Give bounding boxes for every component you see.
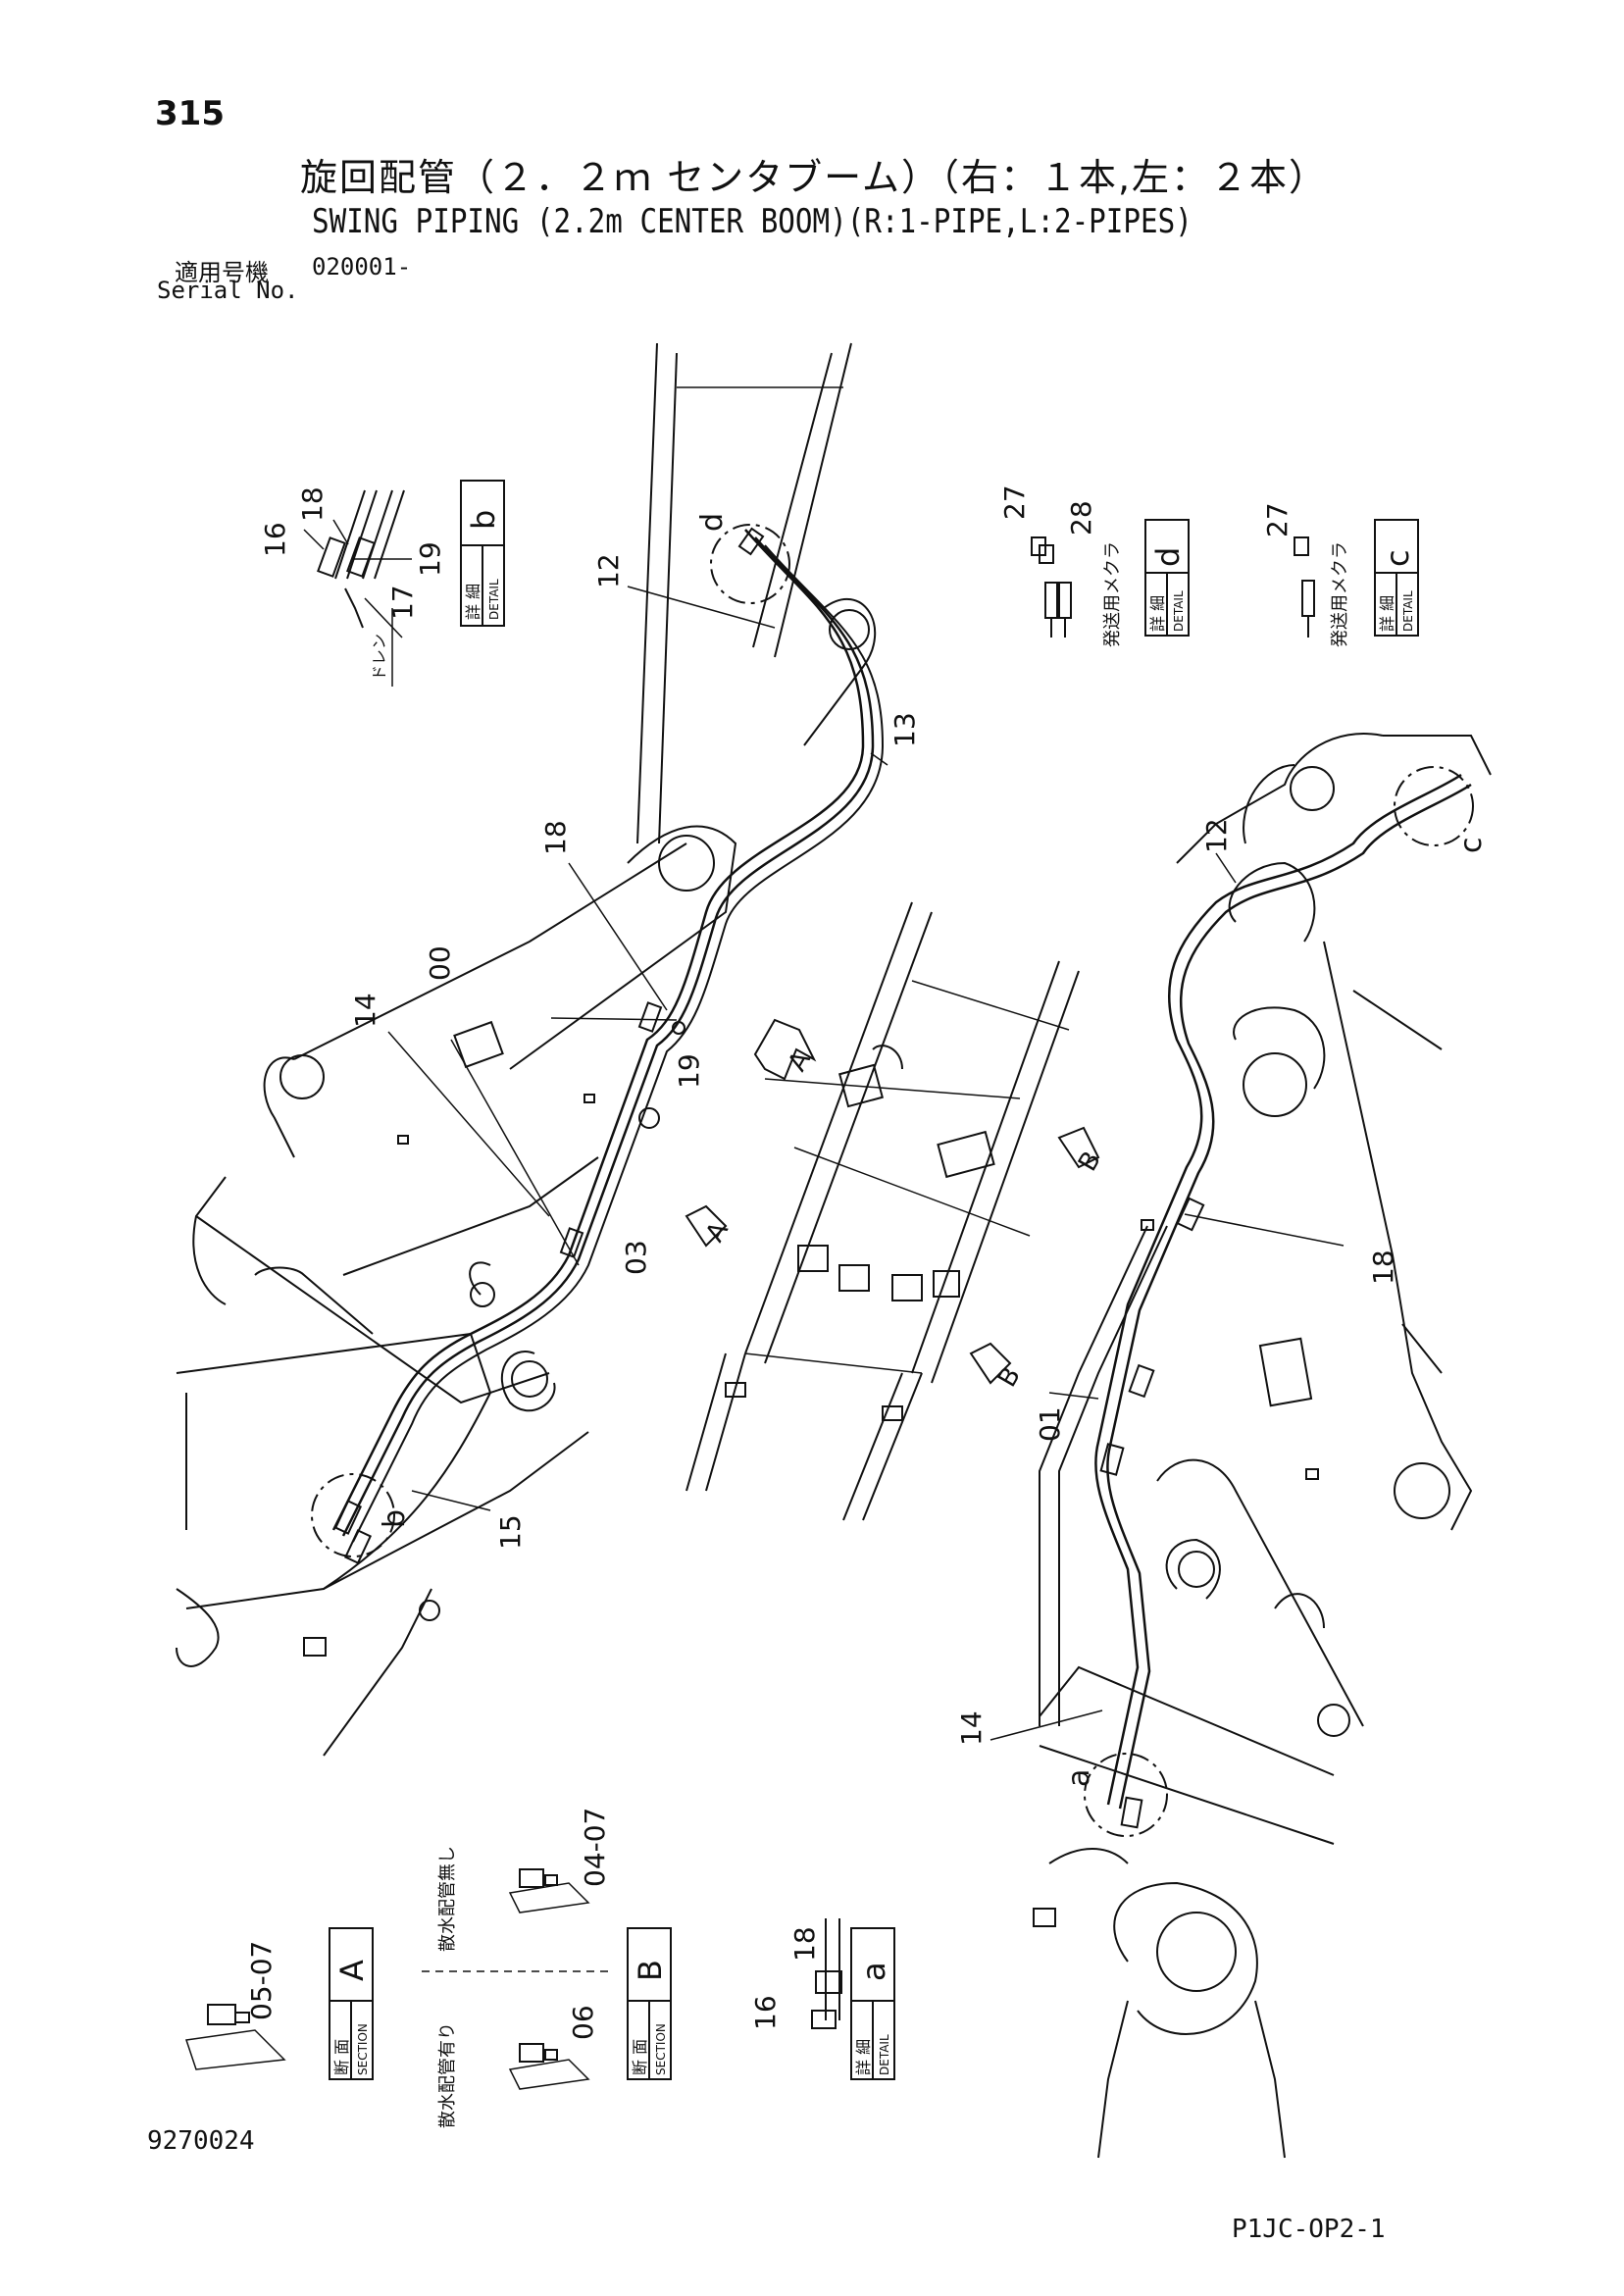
section-B-inset <box>422 1868 672 2090</box>
detail-box-b-letter: b <box>465 510 502 530</box>
leader-lines <box>387 586 1345 1741</box>
detail-box-d-en: DETAIL <box>1172 590 1186 632</box>
section-A-inset <box>185 1927 374 2080</box>
section-box-B-jp: 断 面 <box>631 2039 649 2075</box>
center-frame <box>685 901 1100 1521</box>
callout-13: 13 <box>888 712 921 747</box>
callout-06: 06 <box>567 2005 599 2040</box>
callout-19-left: 19 <box>673 1053 705 1089</box>
section-box-A-jp: 断 面 <box>332 2039 351 2075</box>
left-boom-assembly <box>176 342 885 1757</box>
callout-15: 15 <box>494 1514 527 1550</box>
section-mark-B-mid: B <box>992 1362 1027 1392</box>
document-number: 9270024 <box>147 2126 255 2156</box>
detail-circle-b <box>311 1473 395 1557</box>
right-boom-assembly <box>1033 733 1492 2159</box>
serial-value: 020001- <box>312 253 412 281</box>
callout-27-detail-c: 27 <box>1261 502 1294 537</box>
shipping-clamp-note-c: 発送用メクラ <box>1330 541 1350 647</box>
detail-box-a-letter: a <box>855 1962 892 1981</box>
callout-12-right: 12 <box>1200 818 1233 853</box>
shipping-clamp-note-d: 発送用メクラ <box>1102 541 1123 647</box>
callout-27-detail-d: 27 <box>998 485 1031 520</box>
callout-16-detail-a: 16 <box>749 1995 782 2030</box>
detail-circle-d <box>710 524 790 604</box>
detail-mark-c: c <box>1454 838 1489 854</box>
detail-box-c-jp: 詳 細 <box>1378 595 1396 632</box>
page-reference: P1JC-OP2-1 <box>1232 2215 1386 2244</box>
callout-18-left: 18 <box>539 820 572 855</box>
page-number: 315 <box>155 94 225 133</box>
callout-18-detail-b: 18 <box>296 486 329 522</box>
callout-16-detail-b: 16 <box>259 522 291 557</box>
detail-box-d-jp: 詳 細 <box>1148 595 1167 632</box>
section-box-A-letter: A <box>333 1960 371 1981</box>
water-pipe-with-note: 散水配管有り <box>437 2022 458 2128</box>
detail-box-d-letter: d <box>1149 547 1187 567</box>
serial-label-japanese: 適用号機 <box>175 259 269 286</box>
section-arrow-B-top <box>1057 1126 1100 1169</box>
callout-14-right: 14 <box>955 1710 988 1746</box>
callout-19-detail-b: 19 <box>414 541 446 577</box>
section-arrow-B-mid <box>969 1342 1012 1385</box>
callout-14-left: 14 <box>349 993 381 1028</box>
section-box-B-en: SECTION <box>654 2023 668 2075</box>
detail-box-a-en: DETAIL <box>878 2034 891 2075</box>
callout-17-detail-b: 17 <box>386 585 419 620</box>
water-pipe-none-note: 散水配管無し <box>437 1846 458 1952</box>
callout-04-07: 04-07 <box>579 1808 611 1887</box>
detail-circle-a <box>1084 1753 1168 1837</box>
detail-d-inset <box>1031 519 1190 638</box>
detail-circle-c <box>1394 766 1474 846</box>
callout-00: 00 <box>424 945 456 981</box>
section-box-A-en: SECTION <box>356 2023 370 2075</box>
detail-box-b-en: DETAIL <box>487 579 501 620</box>
drain-note: ドレン <box>370 634 388 681</box>
detail-box-c-en: DETAIL <box>1401 590 1415 632</box>
serial-label-english: Serial No. <box>157 277 299 304</box>
callout-labels: 16 18 19 17 ドレン 詳 細 DETAIL b 12 d 13 18 … <box>245 485 1489 2128</box>
section-arrow-A-mid <box>685 1204 728 1248</box>
detail-mark-a: a <box>1062 1769 1096 1787</box>
callout-18-right: 18 <box>1367 1250 1399 1285</box>
section-mark-B-top: B <box>1073 1147 1107 1176</box>
detail-b-inset <box>303 480 505 687</box>
section-mark-A-mid: A <box>700 1217 735 1248</box>
callout-18-detail-a: 18 <box>788 1926 821 1962</box>
callout-12-left: 12 <box>592 553 625 588</box>
detail-a-inset <box>811 1918 895 2080</box>
detail-box-b-jp: 詳 細 <box>464 584 482 620</box>
detail-box-a-jp: 詳 細 <box>854 2039 873 2075</box>
section-arrow-A-top <box>753 1018 817 1081</box>
title-english: SWING PIPING (2.2m CENTER BOOM)(R:1-PIPE… <box>312 202 1193 241</box>
detail-mark-d: d <box>695 513 730 532</box>
callout-28: 28 <box>1065 500 1097 536</box>
detail-box-c-letter: c <box>1379 549 1416 567</box>
section-box-B-letter: B <box>632 1960 669 1981</box>
detail-c-inset <box>1294 519 1419 638</box>
callout-01: 01 <box>1034 1406 1066 1442</box>
title-japanese: 旋回配管（２．２ｍ センタブーム）（右：１本,左：２本） <box>300 156 1329 199</box>
callout-05-07: 05-07 <box>245 1941 278 2020</box>
callout-03: 03 <box>620 1240 652 1275</box>
detail-mark-b: b <box>378 1509 412 1528</box>
